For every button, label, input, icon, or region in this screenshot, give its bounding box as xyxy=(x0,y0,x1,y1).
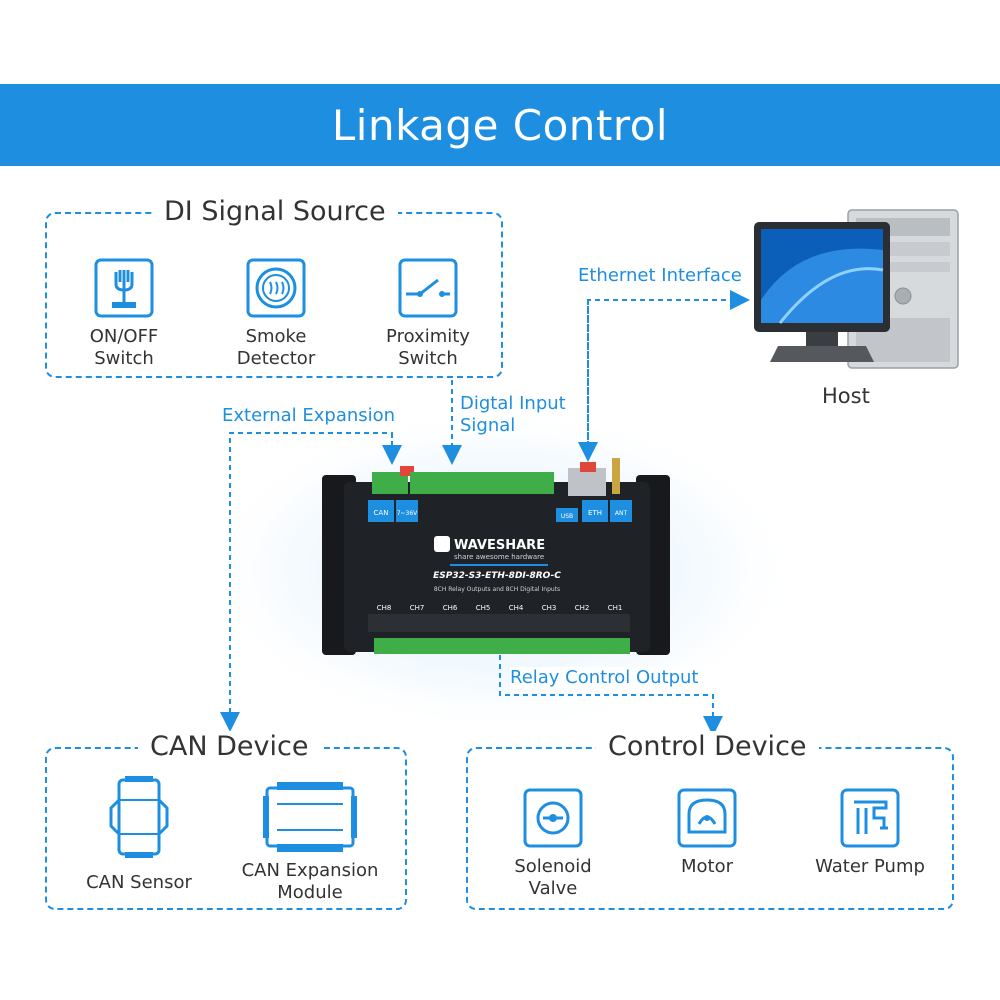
port-ant-label: ANT xyxy=(615,510,628,517)
device-body xyxy=(344,482,650,652)
ethernet-interface-label: Ethernet Interface xyxy=(576,265,744,287)
can-device-title: CAN Device xyxy=(138,731,321,762)
channel-label-ch6: CH6 xyxy=(443,604,458,612)
terminal-power xyxy=(410,472,436,494)
header-banner: Linkage Control xyxy=(0,84,1000,166)
port-power-label: 7~36V xyxy=(397,510,418,517)
relay-terminal-covers xyxy=(368,614,630,632)
control-item-motor: Motor xyxy=(657,788,757,878)
solenoid-valve-icon xyxy=(523,788,583,848)
channel-label-ch1: CH1 xyxy=(608,604,623,612)
channel-label-ch8: CH8 xyxy=(377,604,392,612)
external-expansion-label: External Expansion xyxy=(222,405,396,426)
can-switch xyxy=(400,466,414,476)
terminal-digital-inputs xyxy=(436,472,554,494)
relay-terminals xyxy=(374,638,630,654)
antenna-connector xyxy=(612,458,620,494)
di-item-smoke-detector: Smoke Detector xyxy=(226,258,326,370)
smoke-detector-icon xyxy=(246,258,306,318)
ethernet-port xyxy=(568,468,606,496)
di-item-label: ON/OFF Switch xyxy=(89,326,159,369)
device-model: ESP32-S3-ETH-8DI-8RO-C xyxy=(433,571,561,581)
di-signal-source-title: DI Signal Source xyxy=(152,196,398,227)
terminal-can xyxy=(372,472,408,494)
control-item-label: Solenoid Valve xyxy=(514,856,592,899)
brand-logo-icon xyxy=(434,536,450,552)
host-label: Host xyxy=(822,384,870,408)
digital-input-label: Digtal Input Signal xyxy=(460,393,566,436)
device-slogan: share awesome hardware xyxy=(454,553,544,561)
di-item-proximity-switch: Proximity Switch xyxy=(378,258,478,370)
control-item-solenoid-valve: Solenoid Valve xyxy=(503,788,603,900)
channel-label-ch7: CH7 xyxy=(410,604,425,612)
can-item-sensor: CAN Sensor xyxy=(74,776,204,894)
can-item-label: CAN Expansion Module xyxy=(241,860,379,903)
control-item-label: Motor xyxy=(680,856,733,877)
port-eth-label: ETH xyxy=(588,509,602,517)
channel-label-ch4: CH4 xyxy=(509,604,524,612)
can-sensor-icon xyxy=(109,776,169,858)
relay-control-output-label: Relay Control Output xyxy=(510,667,699,689)
di-item-on-off-switch: ON/OFF Switch xyxy=(74,258,174,370)
ethernet-latch xyxy=(580,462,596,472)
control-item-label: Water Pump xyxy=(815,856,925,877)
di-item-label: Proximity Switch xyxy=(386,326,470,369)
channel-labels: CH8 CH7 CH6 CH5 CH4 CH3 CH2 CH1 xyxy=(377,604,623,612)
channel-label-ch5: CH5 xyxy=(476,604,491,612)
device-brand: WAVESHARE xyxy=(454,538,545,553)
di-item-label: Smoke Detector xyxy=(236,326,316,369)
device-description: 8CH Relay Outputs and 8CH Digital Inputs xyxy=(434,586,560,593)
can-item-label: CAN Sensor xyxy=(86,872,192,893)
control-item-water-pump: Water Pump xyxy=(800,788,940,878)
page-title: Linkage Control xyxy=(331,100,669,150)
can-item-expansion-module: CAN Expansion Module xyxy=(230,782,390,904)
proximity-switch-icon xyxy=(398,258,458,318)
motor-icon xyxy=(677,788,737,848)
can-expansion-module-icon xyxy=(263,782,357,852)
channel-label-ch3: CH3 xyxy=(542,604,557,612)
port-can-label: CAN xyxy=(374,509,389,517)
control-device-title: Control Device xyxy=(596,731,819,762)
channel-label-ch2: CH2 xyxy=(575,604,590,612)
relay-output-line xyxy=(499,655,723,736)
water-pump-icon xyxy=(840,788,900,848)
on-off-switch-icon xyxy=(94,258,154,318)
port-usb-label: USB xyxy=(561,513,573,520)
